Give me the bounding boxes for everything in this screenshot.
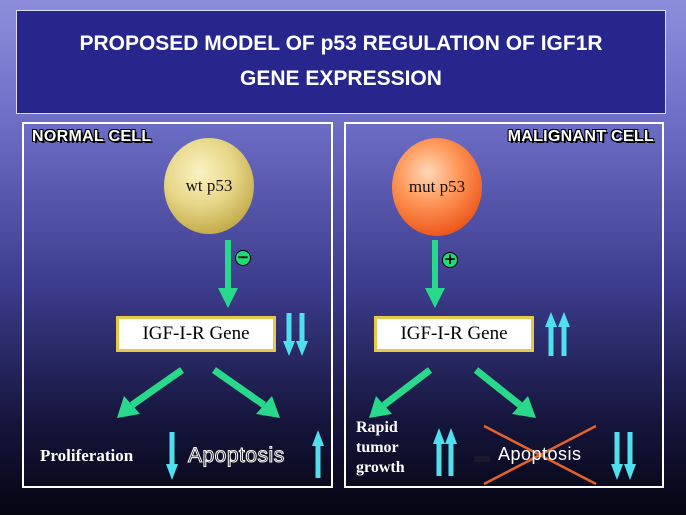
normal-cell-panel: NORMAL CELL xyxy=(22,122,333,488)
gene-up-arrows-icon xyxy=(545,312,570,356)
gene-to-tumor-growth-arrow xyxy=(369,367,433,418)
mut-to-gene-arrow xyxy=(425,240,445,308)
title-line-1: PROPOSED MODEL OF p53 REGULATION OF IGF1… xyxy=(79,32,603,55)
igf1r-gene-box-normal: IGF-I-R Gene xyxy=(116,316,276,352)
mut-p53-node: mut p53 xyxy=(392,138,482,236)
growth-line: growth xyxy=(356,459,405,476)
wt-to-gene-arrow xyxy=(218,240,238,308)
igf1r-gene-box-malignant: IGF-I-R Gene xyxy=(374,316,534,352)
tumor-line: tumor xyxy=(356,439,399,456)
apoptosis-label-normal: Apoptosis xyxy=(188,444,285,468)
apoptosis-label-malignant: Apoptosis xyxy=(498,444,582,464)
gene-to-proliferation-arrow xyxy=(117,367,185,418)
gene-down-arrows-icon xyxy=(283,313,308,356)
gene-label-malignant: IGF-I-R Gene xyxy=(400,323,508,344)
rapid-tumor-growth-label: Rapid tumor growth xyxy=(356,418,405,478)
normal-cell-label: NORMAL CELL xyxy=(32,128,152,145)
title-box: PROPOSED MODEL OF p53 REGULATION OF IGF1… xyxy=(16,10,666,114)
malignant-cell-panel: MALIGNANT CELL xyxy=(344,122,664,488)
apoptosis-cross-out-icon xyxy=(483,424,597,486)
gene-label-normal: IGF-I-R Gene xyxy=(142,323,250,344)
apoptosis-up-arrow-icon xyxy=(312,430,324,478)
gene-to-apoptosis-arrow-left xyxy=(211,367,280,418)
gene-to-apoptosis-arrow-right xyxy=(473,367,536,418)
apoptosis-down-arrows-icon xyxy=(611,432,636,480)
tumor-growth-up-arrows-icon xyxy=(433,428,457,476)
proliferation-label: Proliferation xyxy=(40,446,134,465)
rapid-line: Rapid xyxy=(356,419,398,436)
plus-sign-icon: + xyxy=(442,250,458,268)
wt-p53-label: wt p53 xyxy=(185,176,233,195)
dash-mark xyxy=(474,456,490,462)
mut-p53-label: mut p53 xyxy=(408,177,466,196)
title-line-2: GENE EXPRESSION xyxy=(240,67,442,90)
wt-p53-node: wt p53 xyxy=(164,138,254,234)
minus-sign-icon: − xyxy=(235,248,251,266)
proliferation-down-arrow-icon xyxy=(166,432,178,480)
malignant-cell-label: MALIGNANT CELL xyxy=(507,128,654,145)
